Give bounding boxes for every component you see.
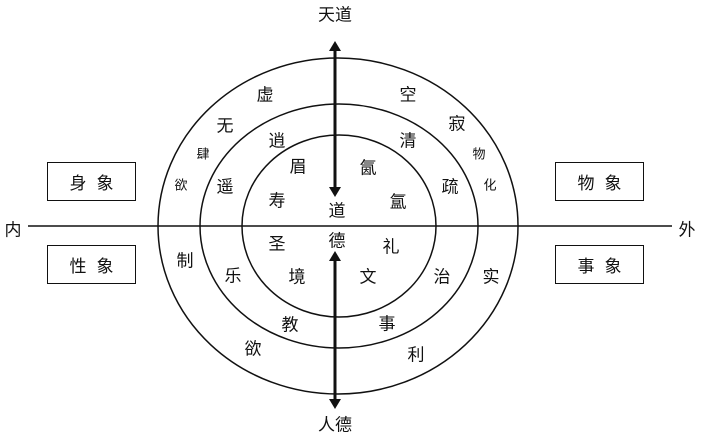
middle-char: 治 [433,267,451,288]
outer-char: 无 [216,116,234,137]
middle-char: 疏 [441,177,459,198]
outer-char: 寂 [448,114,466,135]
label-rende: 人德 [318,415,352,436]
outer-char: 化 [483,178,497,194]
outer-char: 空 [399,85,417,106]
middle-char: 乐 [224,266,242,287]
outer-char: 肆 [196,147,210,163]
inner-char: 氤 [359,158,377,179]
box-wuxiang: 物象 [555,162,644,201]
outer-char: 欲 [244,339,262,360]
label-tiandao: 天道 [318,5,352,26]
inner-char: 境 [288,267,306,288]
inner-char: 文 [359,267,377,288]
middle-char: 教 [281,315,299,336]
label-inner: 内 [4,220,22,241]
center-de: 德 [328,231,346,252]
outer-char: 物 [472,147,486,163]
middle-char: 清 [399,131,417,152]
middle-char: 事 [378,314,396,335]
inner-char: 氲 [389,192,407,213]
outer-char: 虚 [256,85,274,106]
center-dao: 道 [328,201,346,222]
label-outer: 外 [678,220,696,241]
outer-char: 欲 [174,178,188,194]
outer-char: 制 [176,251,194,272]
middle-char: 逍 [268,131,286,152]
outer-char: 利 [407,345,425,366]
box-shixiang: 事象 [555,245,644,284]
inner-char: 寿 [268,191,286,212]
box-xingxiang: 性象 [47,245,136,284]
middle-char: 遥 [216,177,234,198]
box-shenxiang: 身象 [47,162,136,201]
inner-char: 圣 [268,234,286,255]
outer-char: 实 [482,267,500,288]
inner-char: 眉 [289,157,307,178]
inner-char: 礼 [382,237,400,258]
